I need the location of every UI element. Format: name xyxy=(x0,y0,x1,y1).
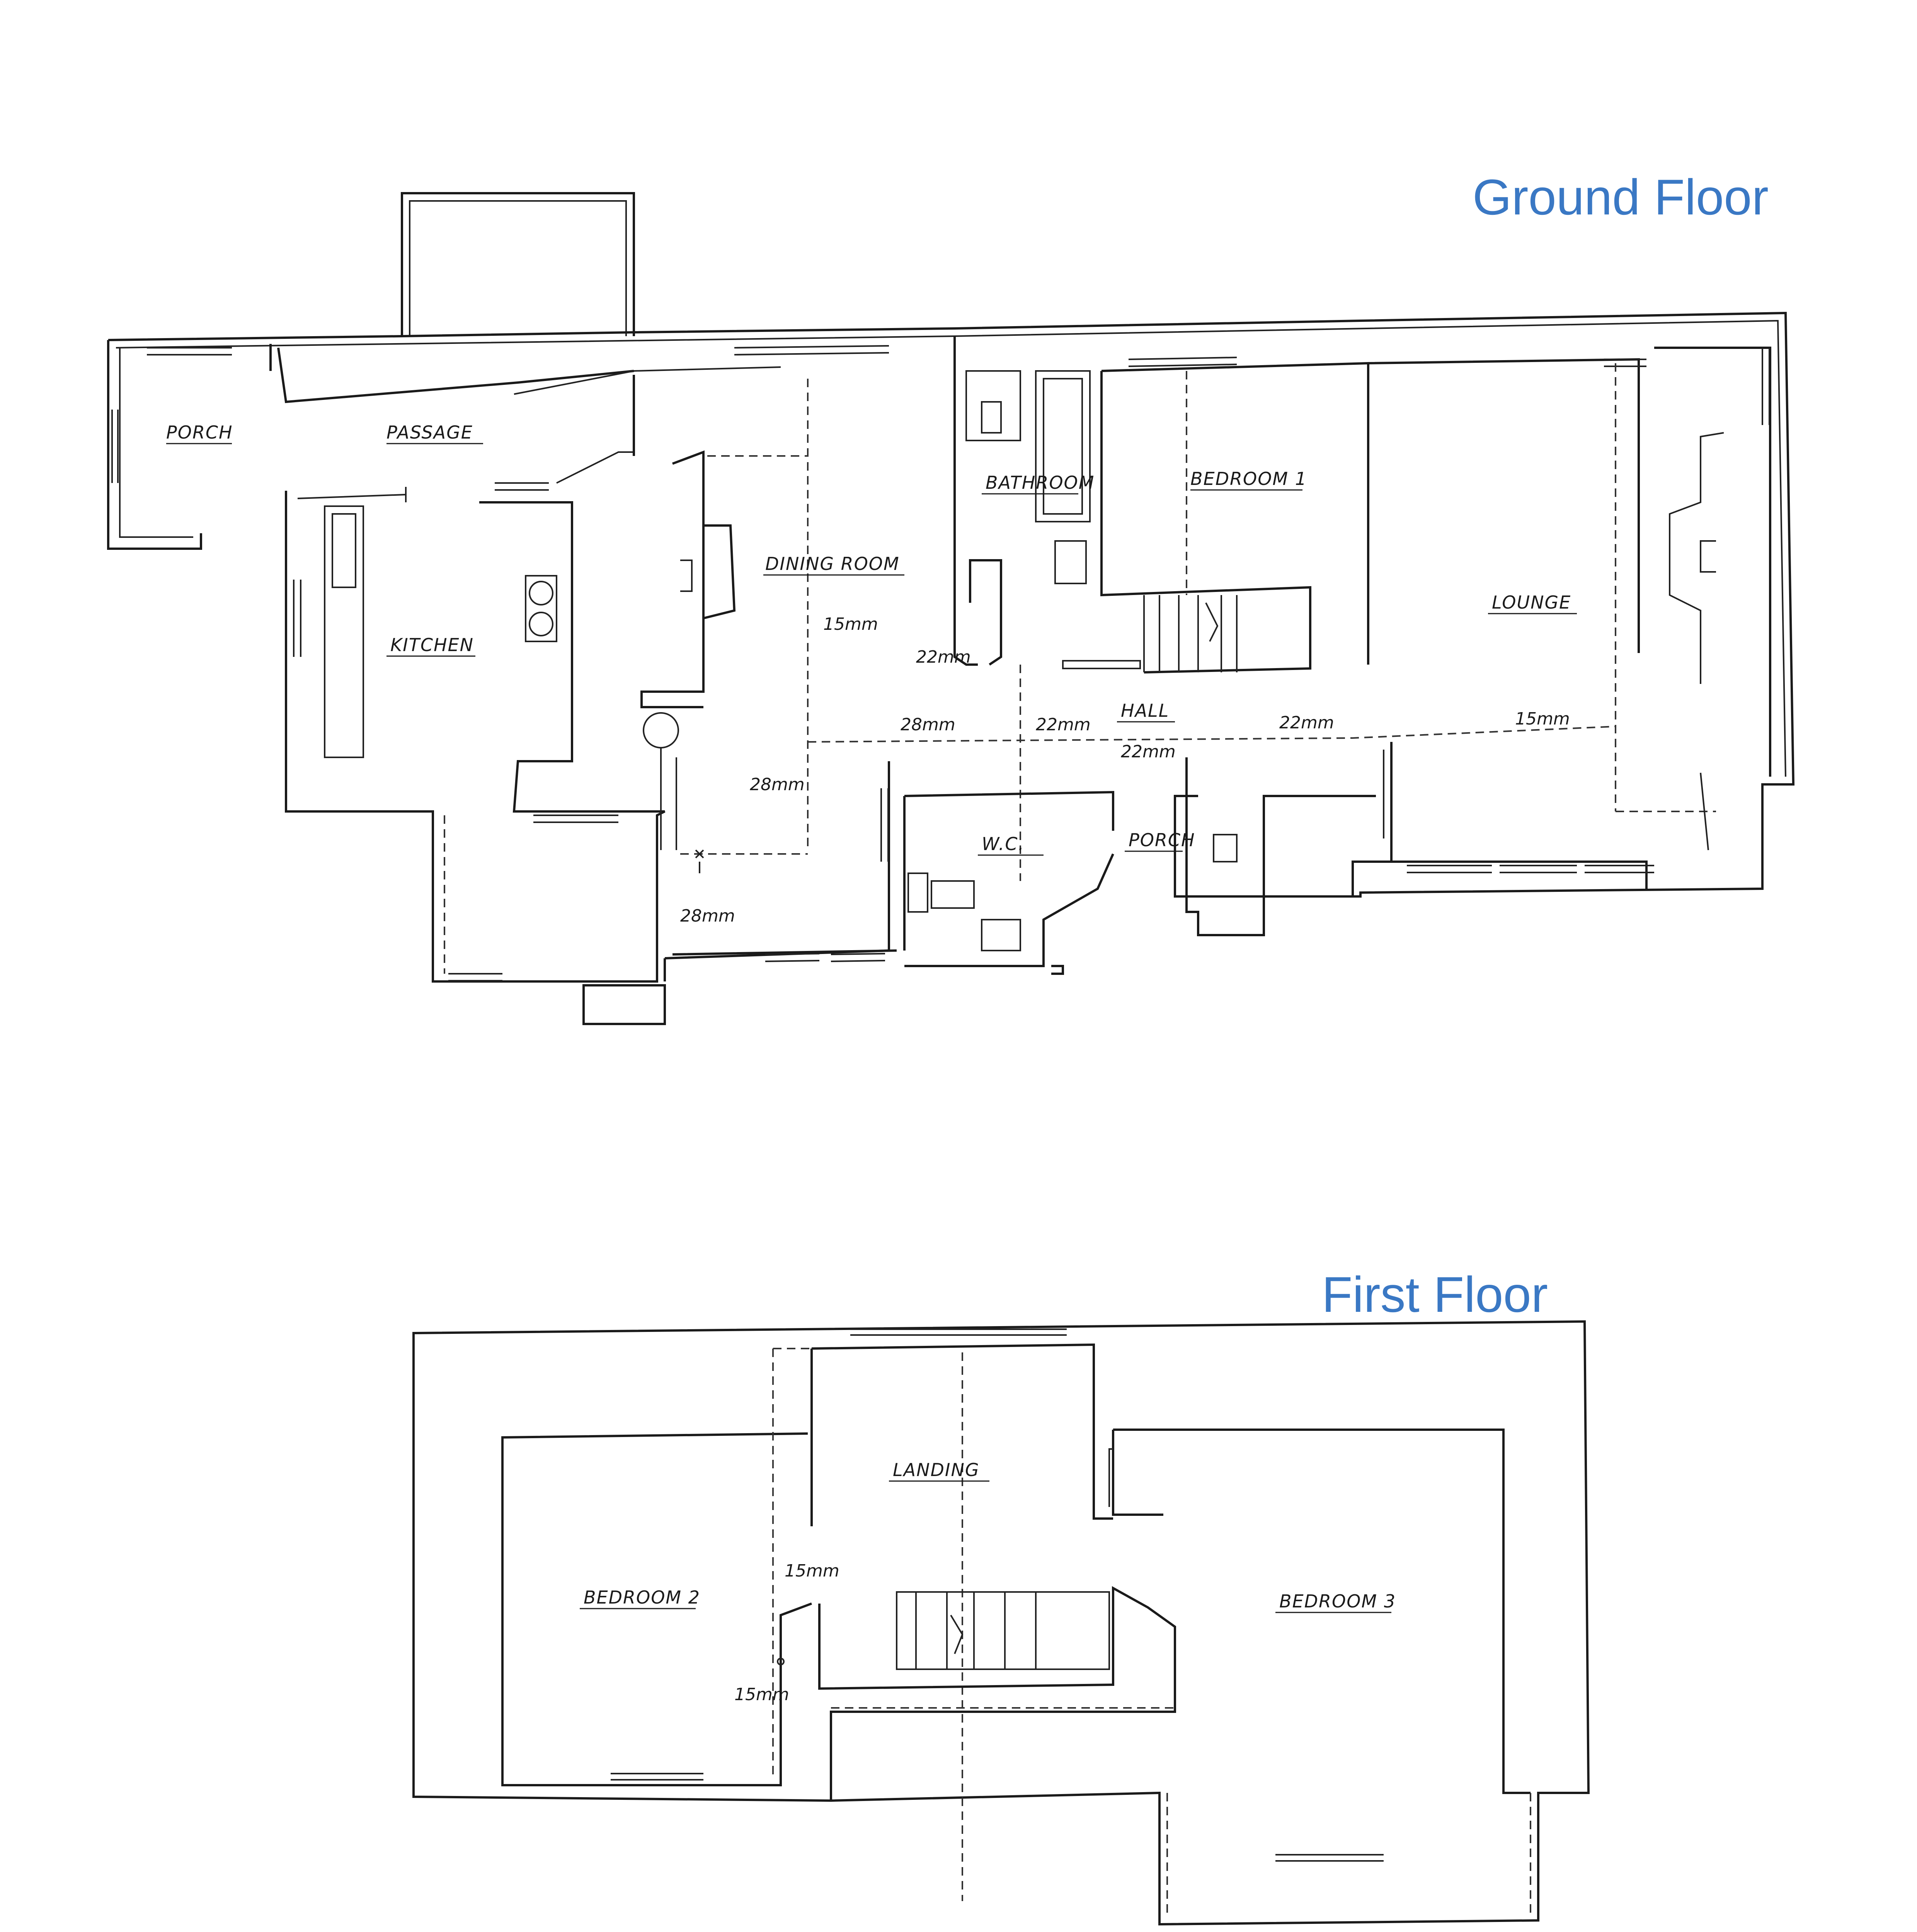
ground-stairs xyxy=(1143,595,1238,672)
bedroom3-wall xyxy=(1112,1429,1531,1794)
pipe-size-dining-hall: 28mm xyxy=(901,715,955,735)
pipe-size-lounge-b: 15mm xyxy=(1515,709,1570,729)
pipe-size-kitchen-b: 28mm xyxy=(680,906,735,926)
landing-wall xyxy=(810,1343,1113,1526)
room-label-dining-room: DINING ROOM xyxy=(765,553,900,574)
pipe-size-dining: 15mm xyxy=(823,614,878,634)
kitchen-extension-wall xyxy=(432,811,657,983)
front-wall xyxy=(664,949,897,981)
bedroom1-wall xyxy=(1101,362,1369,665)
ground-floor-labels: Ground Floor PORCH PASSAGE KITCHEN DININ… xyxy=(166,169,1769,926)
room-label-passage: PASSAGE xyxy=(386,422,473,443)
first-outer-wall xyxy=(412,1320,1590,1926)
left-porch-wall xyxy=(107,340,202,550)
rear-outbuilding-wall xyxy=(401,192,635,336)
room-label-porch-left: PORCH xyxy=(166,422,233,443)
lounge-bay-wall xyxy=(1352,742,1648,896)
room-label-bedroom2: BEDROOM 2 xyxy=(584,1587,700,1608)
room-label-porch-front: PORCH xyxy=(1129,830,1195,850)
hall-wall xyxy=(1185,757,1376,936)
ground-floor-plan xyxy=(107,192,1795,1025)
pipe-size-landing: 15mm xyxy=(785,1561,839,1581)
first-floor-plan xyxy=(412,1320,1590,1926)
room-label-lounge: LOUNGE xyxy=(1492,592,1571,613)
kitchen-wall xyxy=(285,491,666,983)
pipe-size-lounge-a: 22mm xyxy=(1279,713,1334,733)
room-label-bedroom3: BEDROOM 3 xyxy=(1279,1591,1396,1612)
room-label-wc: W.C. xyxy=(982,833,1025,854)
room-label-hall: HALL xyxy=(1121,700,1169,721)
room-label-landing: LANDING xyxy=(893,1459,980,1480)
pipe-size-kitchen-a: 28mm xyxy=(750,775,805,794)
room-label-bedroom1: BEDROOM 1 xyxy=(1190,468,1307,489)
passage-wall xyxy=(277,347,634,403)
first-floor-labels: First Floor LANDING BEDROOM 2 BEDROOM 3 … xyxy=(580,1266,1548,1704)
pipe-size-hall-b: 22mm xyxy=(1121,742,1176,762)
ground-outer-wall xyxy=(108,311,1795,898)
first-floor-title: First Floor xyxy=(1322,1266,1548,1323)
bedroom2-wall xyxy=(501,1432,812,1786)
room-label-bathroom: BATHROOM xyxy=(986,472,1095,493)
pipe-size-bath: 22mm xyxy=(916,647,971,667)
first-stairs xyxy=(896,1591,1110,1670)
dining-room-wall xyxy=(633,375,705,708)
ground-floor-title: Ground Floor xyxy=(1473,169,1769,225)
pipe-size-hall-a: 22mm xyxy=(1036,715,1091,735)
bathroom-wall xyxy=(953,336,1002,666)
room-label-kitchen: KITCHEN xyxy=(390,634,474,655)
pipe-size-bedroom2: 15mm xyxy=(734,1685,789,1704)
